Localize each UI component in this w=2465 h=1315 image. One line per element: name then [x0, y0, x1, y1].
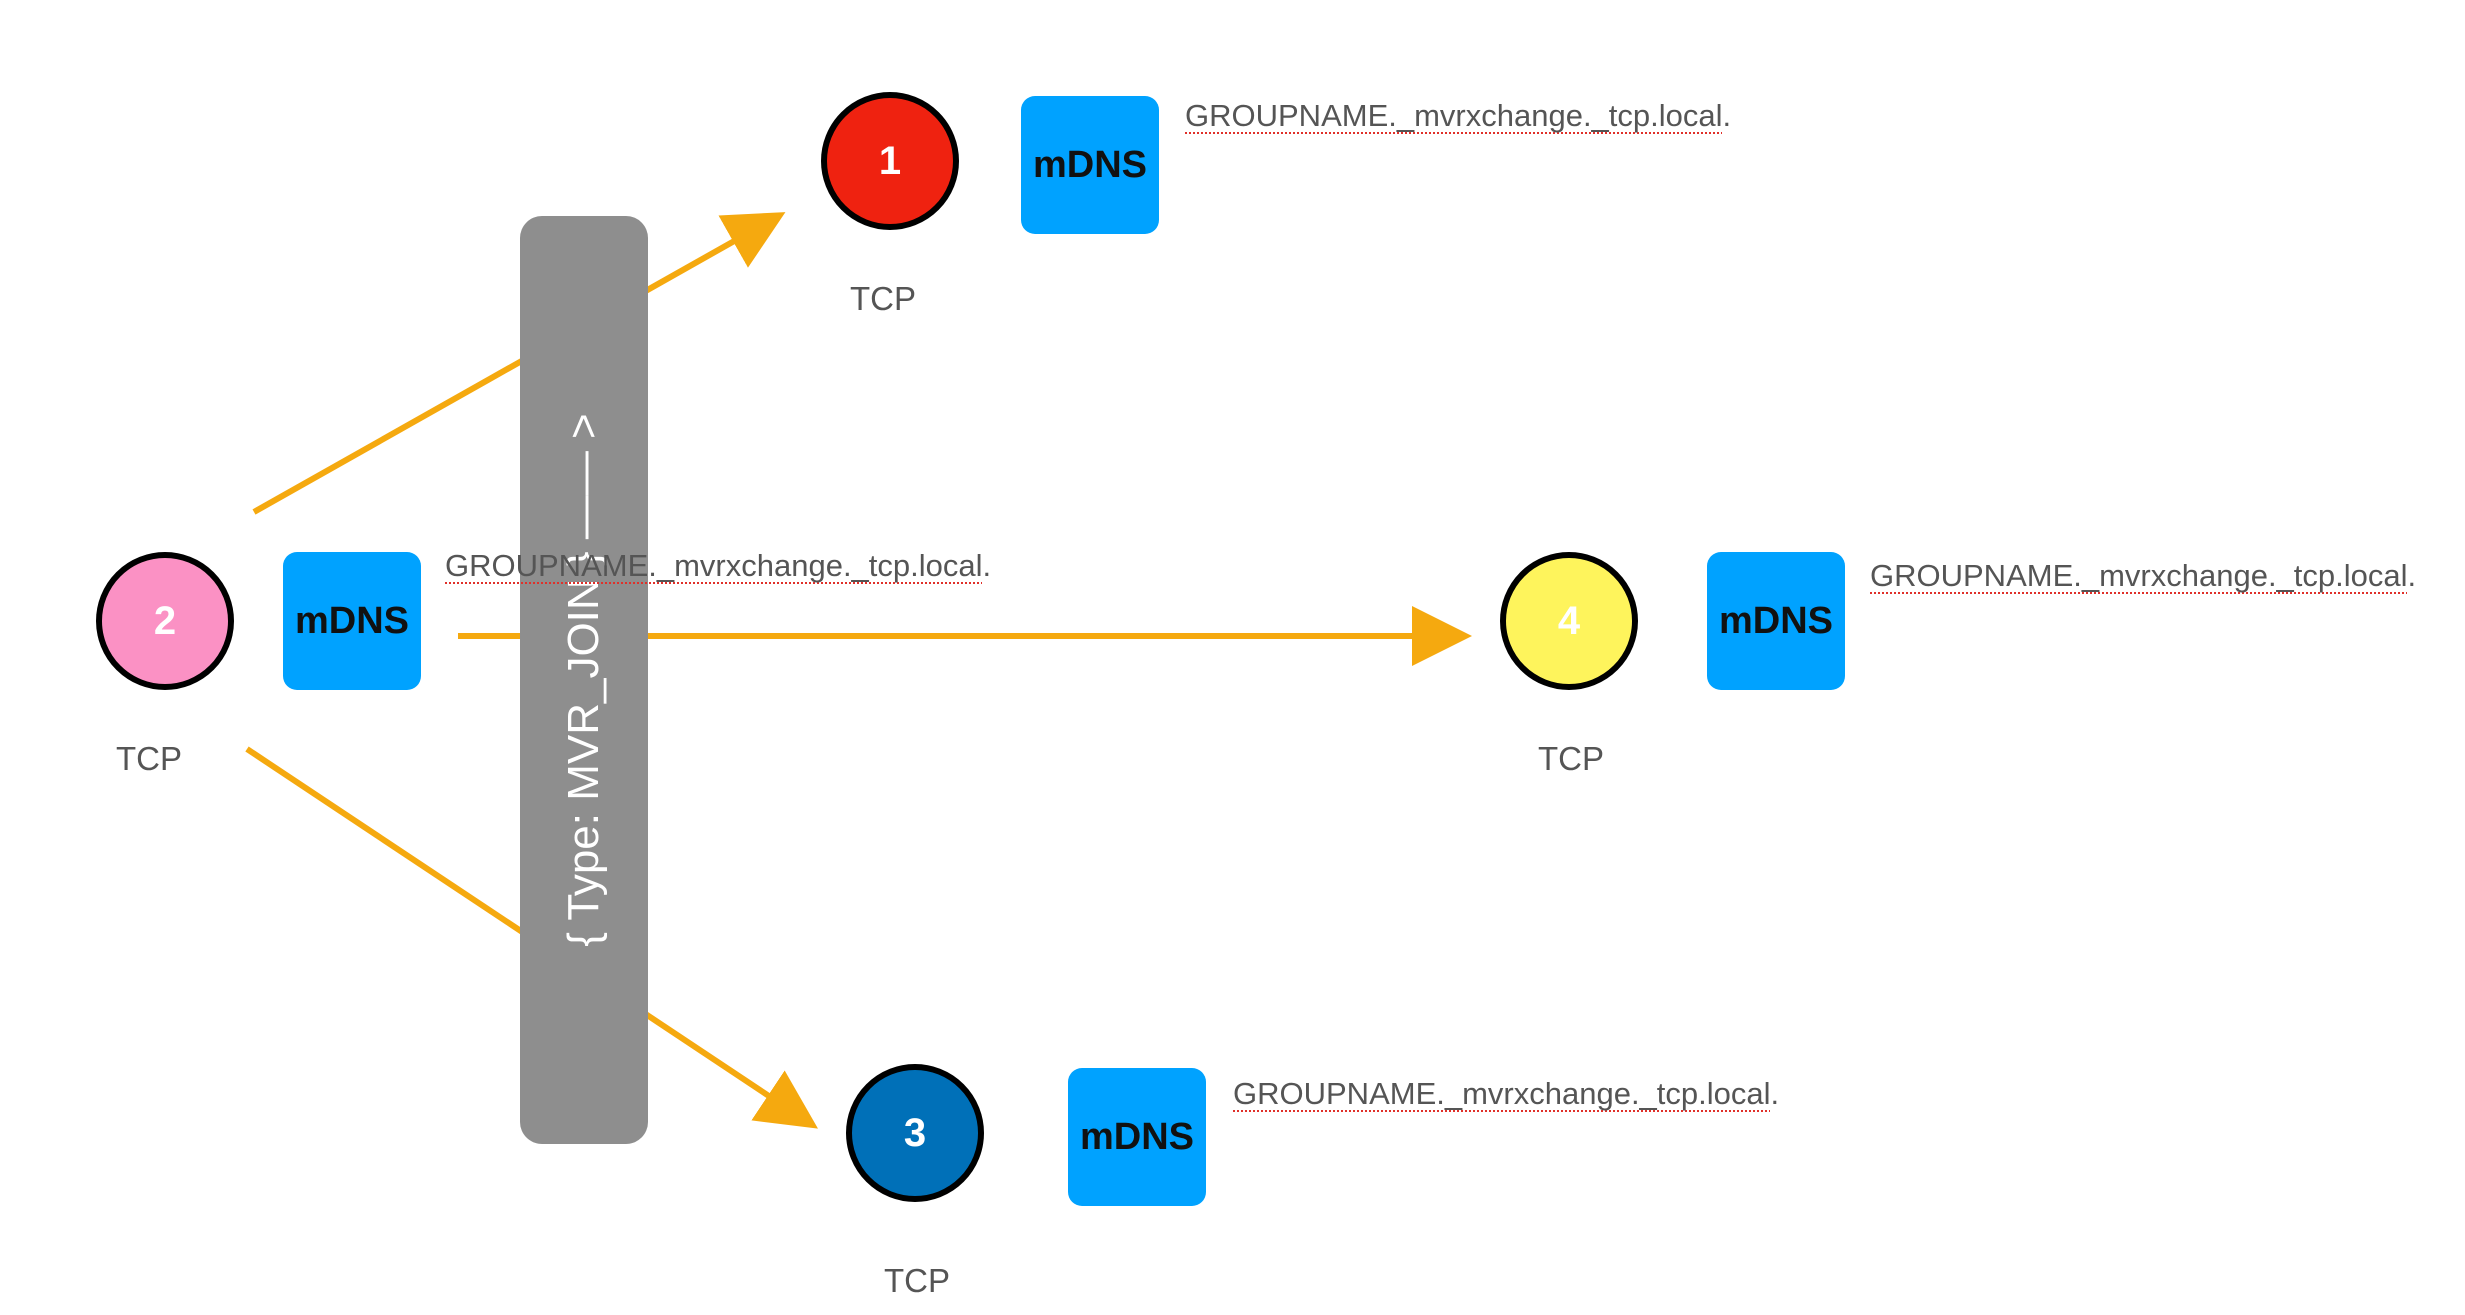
node-1-service-name: GROUPNAME._mvrxchange._tcp.local. [1185, 98, 1732, 133]
node-3-label: 3 [903, 1110, 927, 1155]
node-1[interactable]: 1 [821, 92, 959, 230]
node-2-service-name: GROUPNAME._mvrxchange._tcp.local. [445, 548, 992, 583]
node-2-tcp-label: TCP [116, 740, 182, 777]
message-box [520, 216, 648, 1144]
node-2-mdns-badge: mDNS [283, 552, 421, 690]
arrow-2-to-1 [252, 212, 786, 515]
node-2[interactable]: 2 [96, 552, 234, 690]
node-3-service-name: GROUPNAME._mvrxchange._tcp.local. [1233, 1076, 1780, 1111]
message-label: { Type: MVR_JOIN } —— > [559, 413, 608, 947]
node-4-mdns-badge: mDNS [1707, 552, 1845, 690]
node-1-tcp-label: TCP [850, 280, 916, 317]
node-4-service-name: GROUPNAME._mvrxchange._tcp.local. [1870, 558, 2417, 593]
node-3-mdns-badge: mDNS [1068, 1068, 1206, 1206]
node-1-label: 1 [878, 138, 902, 183]
node-4-tcp-label: TCP [1538, 740, 1604, 777]
node-2-label: 2 [153, 598, 177, 643]
node-4-label: 4 [1557, 598, 1581, 643]
node-4[interactable]: 4 [1500, 552, 1638, 690]
node-3-tcp-label: TCP [884, 1262, 950, 1299]
node-1-mdns-badge: mDNS [1021, 96, 1159, 234]
node-3[interactable]: 3 [846, 1064, 984, 1202]
